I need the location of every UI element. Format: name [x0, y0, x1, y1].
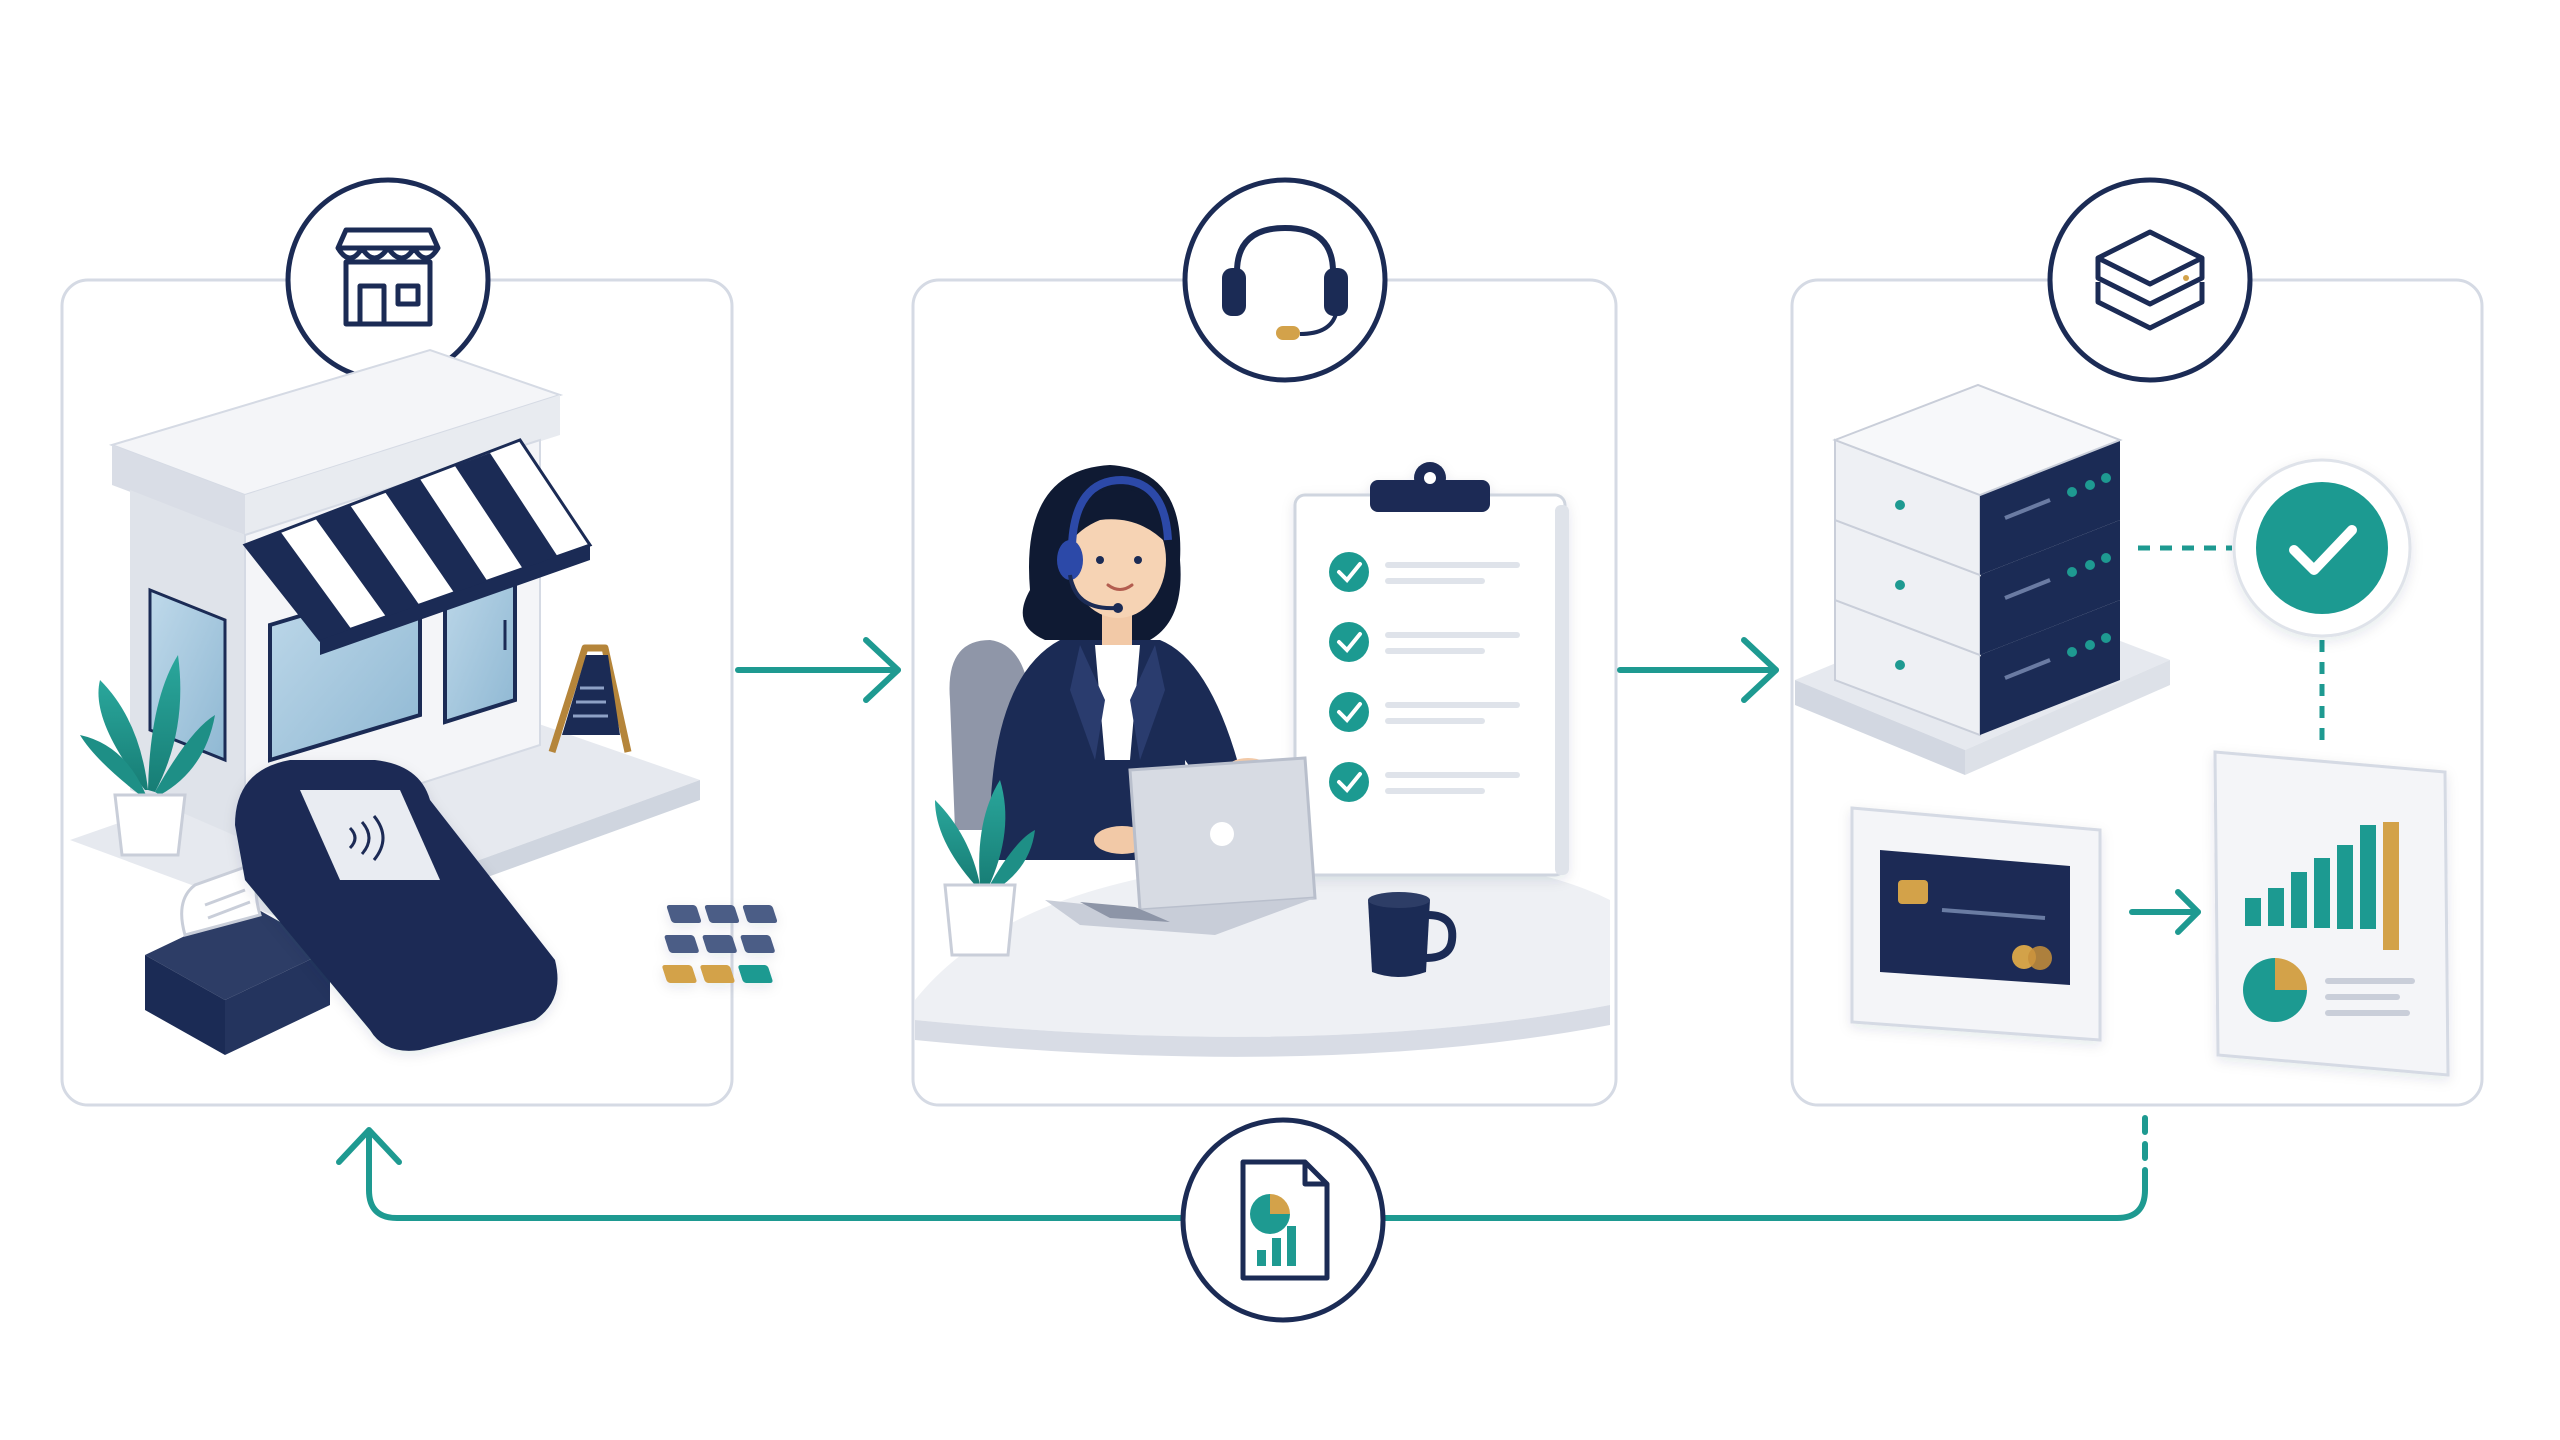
- payment-terminal: [235, 760, 778, 1051]
- credit-card: [1850, 806, 2102, 1042]
- dashed-link-server-check: [2138, 545, 2325, 745]
- report-badge: [1180, 1117, 1386, 1323]
- server-unit: [1832, 383, 2123, 577]
- server-unit: [1834, 518, 2120, 657]
- sidewalk-sign: [548, 644, 632, 754]
- arrow-support-to-processing: [1617, 637, 1779, 703]
- headset-icon: [1222, 224, 1348, 340]
- report-document-icon: [1240, 1159, 1330, 1281]
- server-rack: [1795, 383, 2170, 775]
- merchant-badge: [285, 177, 491, 383]
- support-badge: [1182, 177, 1388, 383]
- striped-awning: [242, 438, 593, 655]
- coffee-mug: [1368, 892, 1457, 977]
- processing-badge: [2047, 177, 2253, 383]
- check-badge: [2232, 458, 2412, 638]
- support-agent: [989, 465, 1270, 860]
- arrow-card-to-report: [2129, 889, 2201, 935]
- potted-plant: [935, 780, 1035, 957]
- checklist-clipboard: [1293, 462, 1569, 877]
- pie-chart-icon: [2243, 958, 2307, 1022]
- analytics-report: [2213, 750, 2450, 1077]
- checklist-items: [1329, 552, 1520, 802]
- laptop: [1045, 756, 1317, 935]
- server-unit: [1834, 598, 2120, 737]
- database-stack-icon: [2095, 229, 2205, 331]
- arrow-merchant-to-support: [735, 637, 901, 703]
- potted-plant: [80, 655, 215, 857]
- storefront-icon: [335, 227, 441, 327]
- receipt-printer: [145, 856, 330, 1055]
- check-icon: [2289, 525, 2357, 575]
- desk: [915, 856, 1610, 1057]
- bar-chart-icon: [2245, 822, 2399, 950]
